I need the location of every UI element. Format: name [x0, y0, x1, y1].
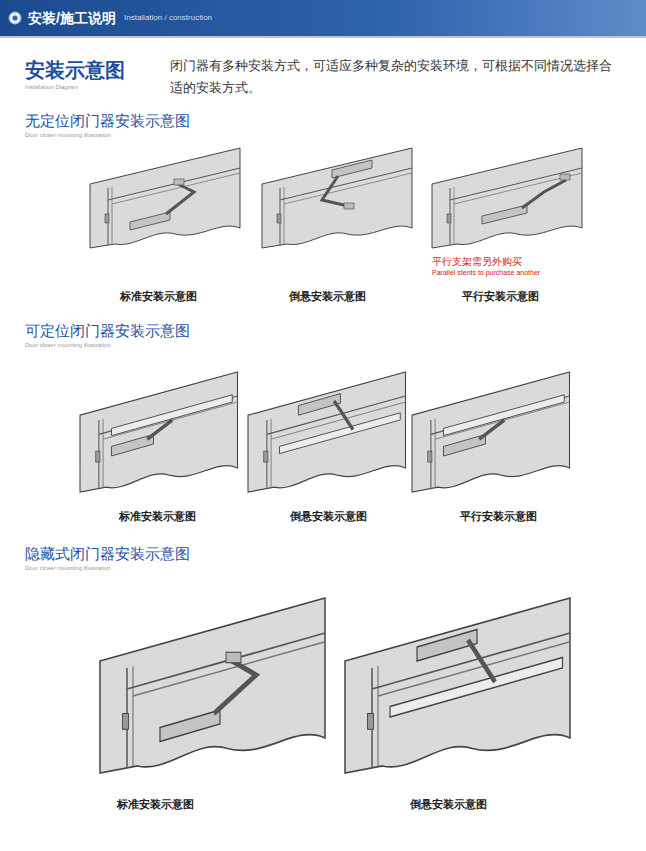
description-text: 闭门器有多种安装方式，可适应多种复杂的安装环境，可根据不同情况选择合适的安装方式…	[170, 55, 622, 99]
page-heading: 安装示意图	[25, 57, 125, 84]
figure-caption: 标准安装示意图	[95, 797, 215, 812]
figure-caption: 标准安装示意图	[97, 509, 217, 524]
figure-caption: 平行安装示意图	[440, 289, 560, 304]
figure-caption: 标准安装示意图	[98, 289, 218, 304]
figure-caption: 倒悬安装示意图	[267, 289, 387, 304]
figure-caption: 倒悬安装示意图	[388, 797, 508, 812]
header-subtitle: Installation / construction	[124, 13, 212, 22]
section-heading: 无定位闭门器安装示意图	[25, 112, 190, 131]
note-subtext: Parallel stents to purchase another	[432, 269, 540, 276]
section-heading: 可定位闭门器安装示意图	[25, 322, 190, 341]
header-title: 安装/施工说明	[28, 10, 116, 28]
note-text: 平行支架需另外购买	[432, 256, 522, 269]
figure-caption: 平行安装示意图	[438, 509, 558, 524]
heading-subtitle: Installation Diagram	[25, 84, 78, 90]
section-subtitle: Door closer mounting illustration	[25, 565, 111, 571]
section-subtitle: Door closer mounting illustration	[25, 132, 111, 138]
figure-caption: 倒悬安装示意图	[268, 509, 388, 524]
section-heading: 隐藏式闭门器安装示意图	[25, 545, 190, 564]
section-subtitle: Door closer mounting illustration	[25, 342, 111, 348]
